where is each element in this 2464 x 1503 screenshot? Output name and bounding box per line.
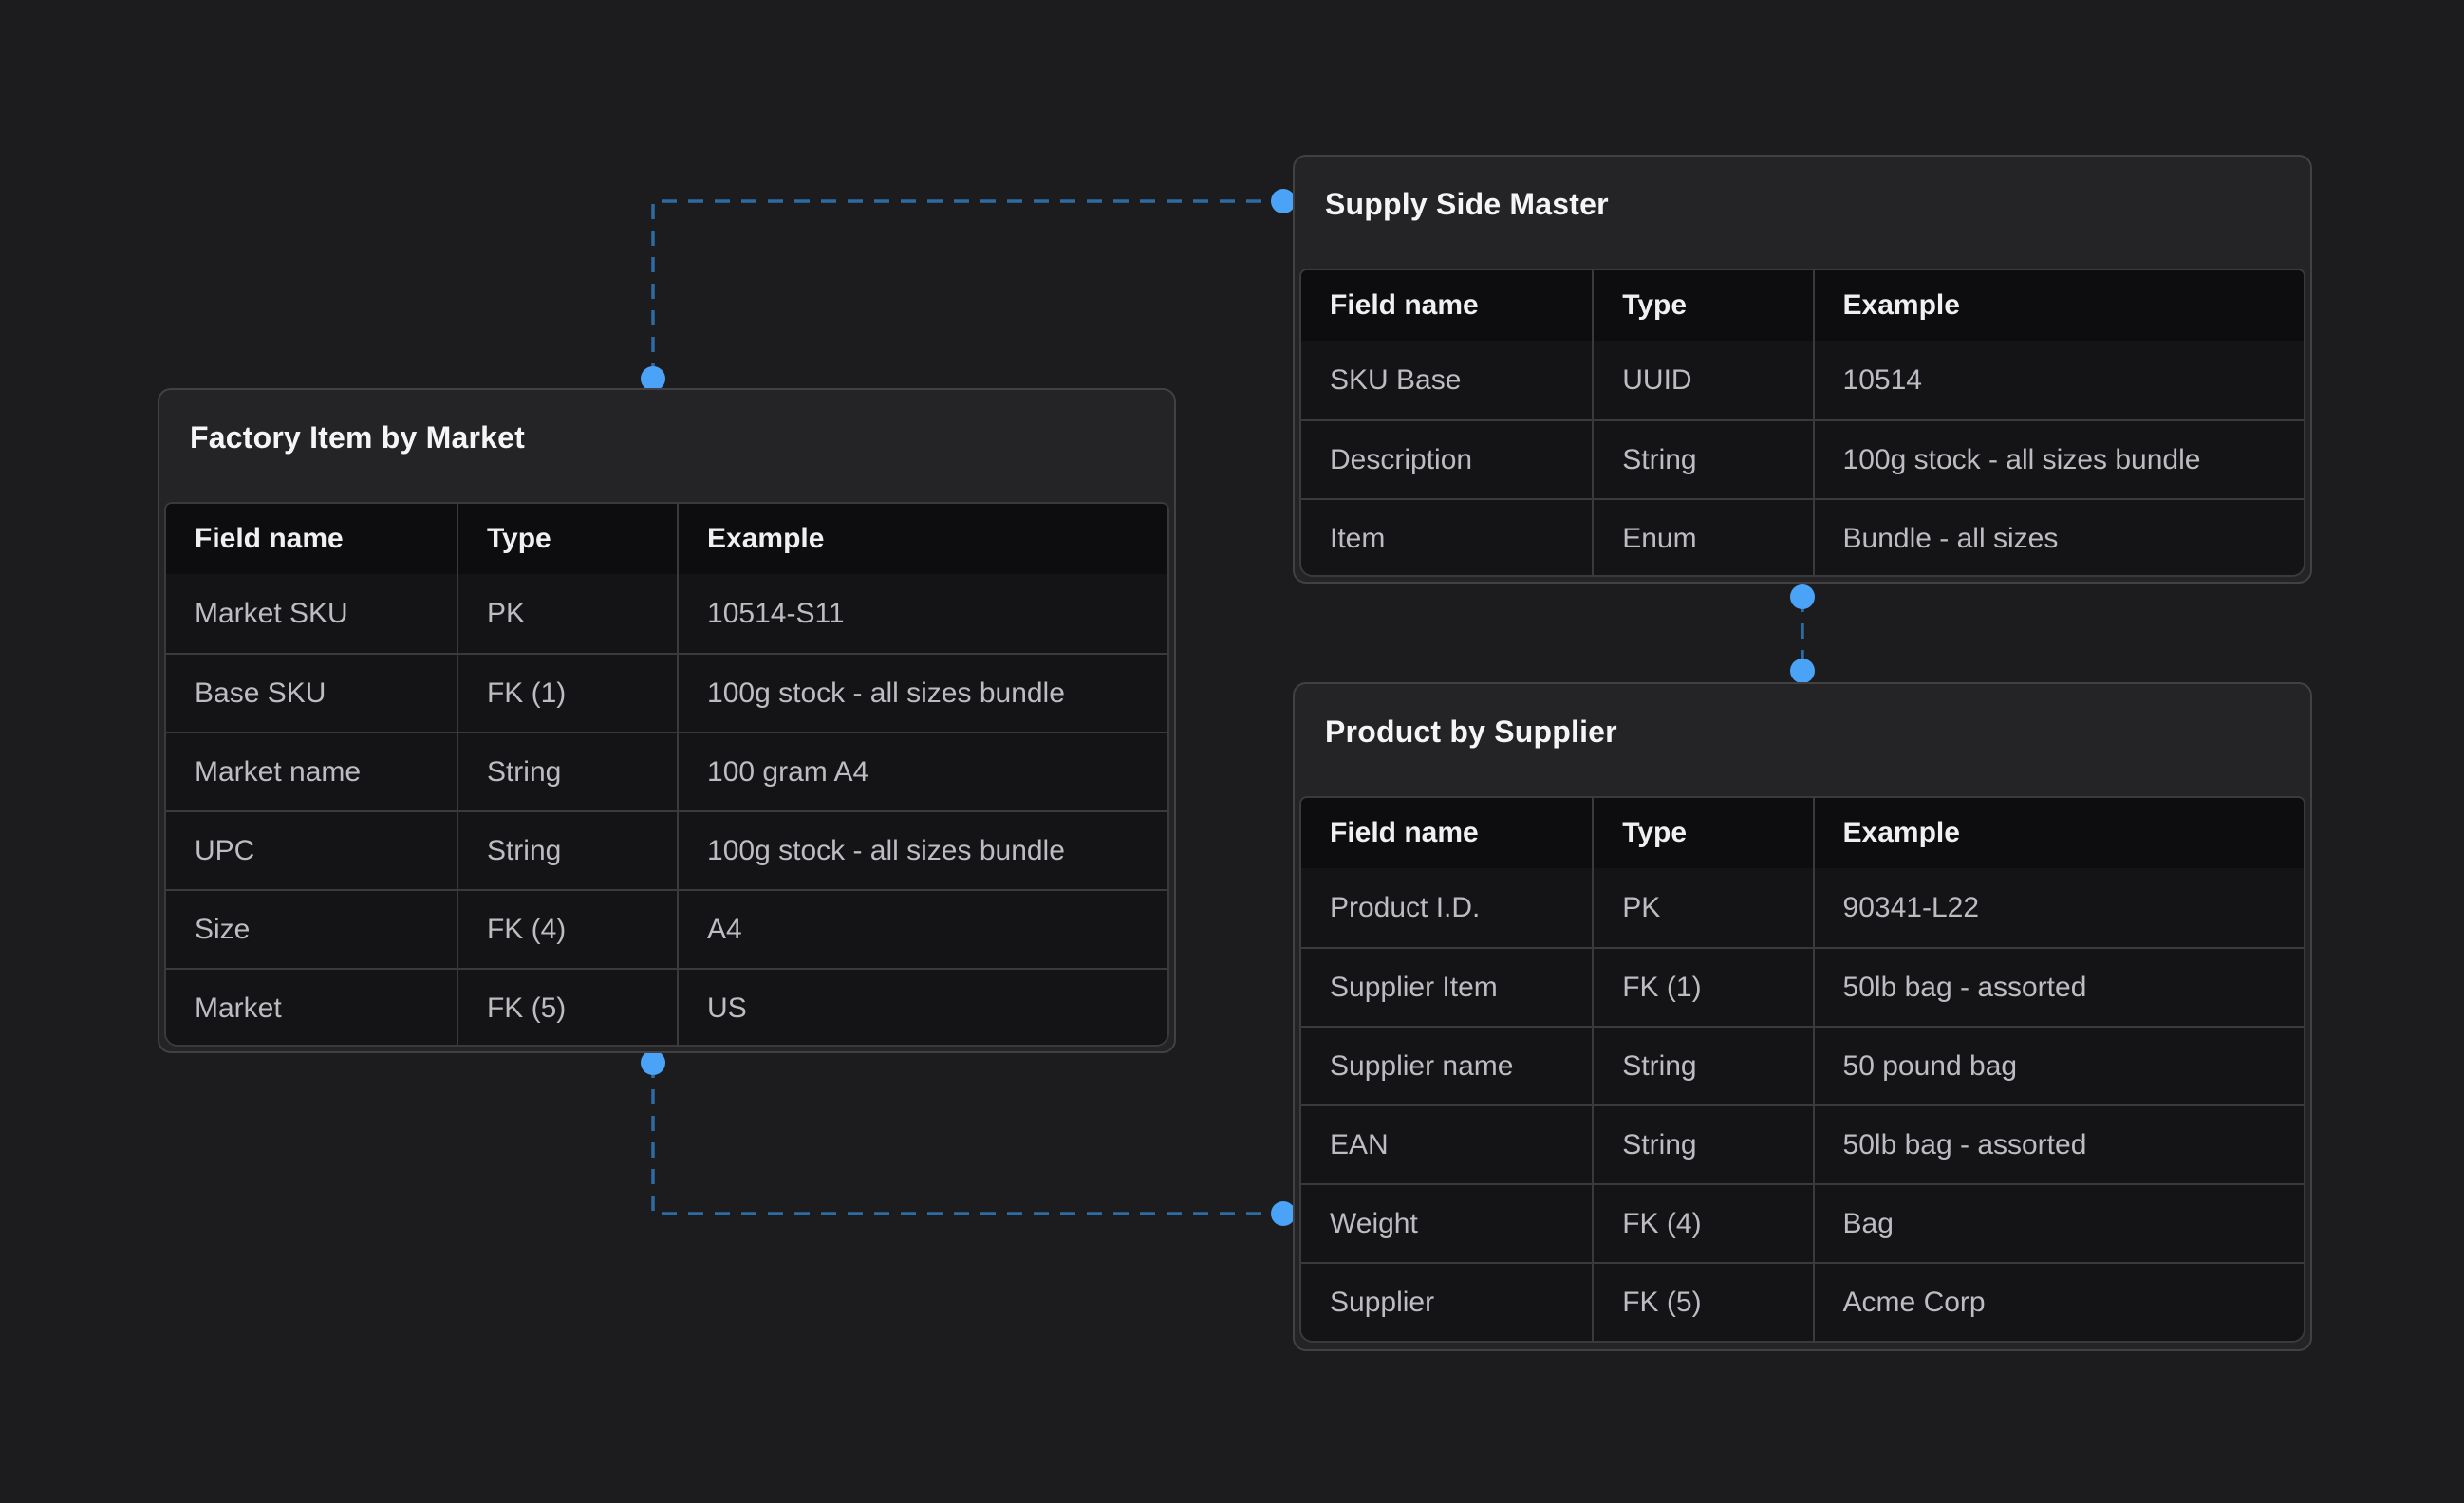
card-factory-item-by-market[interactable]: Factory Item by Market Field name Type E… xyxy=(158,388,1176,1053)
card-product-by-supplier[interactable]: Product by Supplier Field name Type Exam… xyxy=(1293,682,2312,1351)
table-row: Item Enum Bundle - all sizes xyxy=(1301,498,2304,575)
column-header-example: Example xyxy=(1812,798,2304,868)
cell-type: Enum xyxy=(1592,498,1813,575)
cell-field-name: UPC xyxy=(166,810,457,889)
schema-table: Field name Type Example SKU Base UUID 10… xyxy=(1299,269,2305,577)
cell-field-name: Market SKU xyxy=(166,574,457,653)
cell-field-name: Market xyxy=(166,968,457,1045)
card-supply-side-master[interactable]: Supply Side Master Field name Type Examp… xyxy=(1293,155,2312,584)
table-row: Supplier FK (5) Acme Corp xyxy=(1301,1262,2304,1341)
cell-example: US xyxy=(677,968,1167,1045)
table-row: Size FK (4) A4 xyxy=(166,889,1167,968)
cell-field-name: Base SKU xyxy=(166,653,457,732)
table-row: Supplier Item FK (1) 50lb bag - assorted xyxy=(1301,947,2304,1026)
table-row: Market name String 100 gram A4 xyxy=(166,732,1167,810)
connector-line-factory-to-supply xyxy=(651,199,1283,379)
card-title: Factory Item by Market xyxy=(190,420,525,455)
connector-dot[interactable] xyxy=(1790,584,1815,609)
column-header-type: Type xyxy=(1592,798,1813,868)
connector-dot[interactable] xyxy=(641,1050,665,1075)
cell-field-name: EAN xyxy=(1301,1104,1593,1183)
cell-type: FK (5) xyxy=(456,968,678,1045)
table-row: Weight FK (4) Bag xyxy=(1301,1183,2304,1262)
table-header-row: Field name Type Example xyxy=(1301,798,2304,868)
cell-type: FK (5) xyxy=(1592,1262,1813,1341)
column-header-example: Example xyxy=(1812,270,2304,341)
schema-table: Field name Type Example Product I.D. PK … xyxy=(1299,796,2305,1343)
table-row: Market SKU PK 10514-S11 xyxy=(166,574,1167,653)
table-row: Supplier name String 50 pound bag xyxy=(1301,1026,2304,1104)
cell-type: String xyxy=(1592,1104,1813,1183)
table-header-row: Field name Type Example xyxy=(166,504,1167,574)
cell-field-name: Supplier Item xyxy=(1301,947,1593,1026)
cell-example: 50 pound bag xyxy=(1812,1026,2304,1104)
cell-field-name: Weight xyxy=(1301,1183,1593,1262)
cell-type: FK (4) xyxy=(1592,1183,1813,1262)
cell-example: 100g stock - all sizes bundle xyxy=(1812,419,2304,498)
cell-type: PK xyxy=(1592,868,1813,947)
cell-field-name: SKU Base xyxy=(1301,341,1593,419)
cell-field-name: Item xyxy=(1301,498,1593,575)
table-row: EAN String 50lb bag - assorted xyxy=(1301,1104,2304,1183)
cell-type: FK (4) xyxy=(456,889,678,968)
cell-field-name: Supplier xyxy=(1301,1262,1593,1341)
schema-table: Field name Type Example Market SKU PK 10… xyxy=(164,502,1169,1047)
table-row: Market FK (5) US xyxy=(166,968,1167,1045)
cell-type: String xyxy=(1592,419,1813,498)
cell-field-name: Description xyxy=(1301,419,1593,498)
cell-type: String xyxy=(456,732,678,810)
cell-example: 100g stock - all sizes bundle xyxy=(677,653,1167,732)
cell-field-name: Product I.D. xyxy=(1301,868,1593,947)
cell-example: Acme Corp xyxy=(1812,1262,2304,1341)
cell-field-name: Supplier name xyxy=(1301,1026,1593,1104)
cell-type: String xyxy=(456,810,678,889)
column-header-field-name: Field name xyxy=(1301,270,1593,341)
cell-example: A4 xyxy=(677,889,1167,968)
connector-dot[interactable] xyxy=(1790,659,1815,683)
cell-example: 90341-L22 xyxy=(1812,868,2304,947)
table-row: Base SKU FK (1) 100g stock - all sizes b… xyxy=(166,653,1167,732)
cell-type: PK xyxy=(456,574,678,653)
cell-example: 100g stock - all sizes bundle xyxy=(677,810,1167,889)
cell-example: 100 gram A4 xyxy=(677,732,1167,810)
table-row: Product I.D. PK 90341-L22 xyxy=(1301,868,2304,947)
column-header-field-name: Field name xyxy=(166,504,457,574)
table-row: Description String 100g stock - all size… xyxy=(1301,419,2304,498)
cell-type: FK (1) xyxy=(1592,947,1813,1026)
cell-example: 10514 xyxy=(1812,341,2304,419)
cell-example: Bag xyxy=(1812,1183,2304,1262)
card-title: Product by Supplier xyxy=(1325,714,1617,749)
cell-example: 50lb bag - assorted xyxy=(1812,1104,2304,1183)
table-header-row: Field name Type Example xyxy=(1301,270,2304,341)
cell-type: String xyxy=(1592,1026,1813,1104)
table-row: SKU Base UUID 10514 xyxy=(1301,341,2304,419)
cell-example: 50lb bag - assorted xyxy=(1812,947,2304,1026)
cell-field-name: Market name xyxy=(166,732,457,810)
cell-example: Bundle - all sizes xyxy=(1812,498,2304,575)
card-title: Supply Side Master xyxy=(1325,187,1609,221)
cell-type: FK (1) xyxy=(456,653,678,732)
connector-line-factory-to-product xyxy=(651,1063,1283,1215)
cell-type: UUID xyxy=(1592,341,1813,419)
column-header-type: Type xyxy=(1592,270,1813,341)
column-header-type: Type xyxy=(456,504,678,574)
column-header-field-name: Field name xyxy=(1301,798,1593,868)
table-row: UPC String 100g stock - all sizes bundle xyxy=(166,810,1167,889)
column-header-example: Example xyxy=(677,504,1167,574)
cell-example: 10514-S11 xyxy=(677,574,1167,653)
cell-field-name: Size xyxy=(166,889,457,968)
